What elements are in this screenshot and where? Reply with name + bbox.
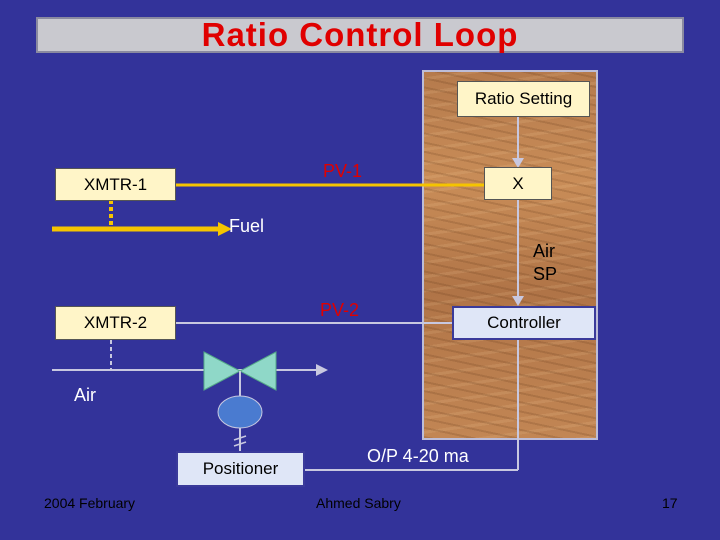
slide-title: Ratio Control Loop [201, 16, 519, 53]
wood-panel [422, 70, 598, 440]
positioner-link-mark1 [233, 435, 247, 441]
valve-actuator [217, 395, 263, 429]
xmtr1-box: XMTR-1 [55, 168, 176, 201]
valve-left [203, 351, 242, 391]
title-bar [36, 17, 684, 53]
pv2-label: PV-2 [320, 300, 360, 320]
pv1-label: PV-1 [323, 161, 363, 181]
x-to-controller-arrow [512, 296, 524, 306]
fuel-arrow [218, 222, 232, 236]
xmtr2-box: XMTR-2 [55, 306, 176, 340]
air-sp-label-line1: Air [533, 241, 555, 261]
fuel-label: Fuel [229, 216, 265, 236]
positioner-link-mark2 [233, 441, 247, 447]
controller-box: Controller [452, 306, 596, 340]
ratio-setting-box: Ratio Setting [457, 81, 590, 117]
page-number: 17 [662, 495, 678, 511]
footer-date: 2004 February [44, 495, 136, 511]
air-arrow [316, 364, 328, 376]
air-label: Air [74, 385, 96, 405]
valve-right [238, 351, 277, 391]
op-label: O/P 4-20 ma [367, 446, 469, 466]
multiplier-box: X [484, 167, 552, 200]
footer-author: Ahmed Sabry [316, 495, 401, 511]
positioner-box: Positioner [176, 451, 305, 487]
air-sp-label-line2: SP [533, 264, 558, 284]
ratio-to-x-arrow [512, 158, 524, 168]
